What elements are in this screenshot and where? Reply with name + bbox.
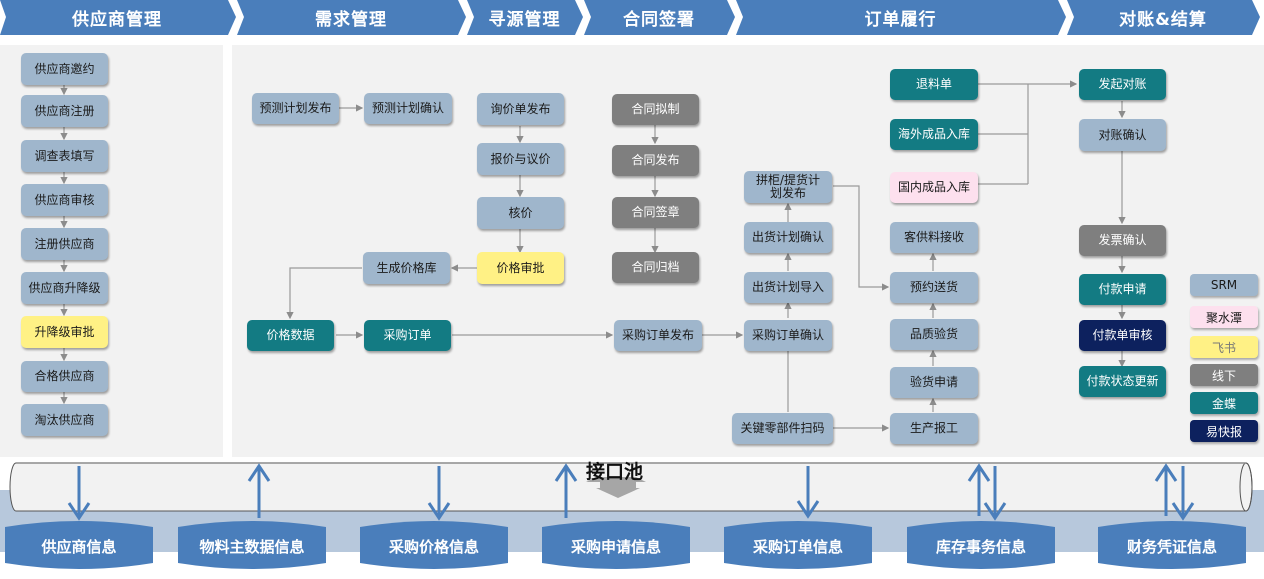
arrow-down-finance	[1171, 466, 1195, 521]
stage-chevron-6	[1067, 0, 1260, 35]
node-inspection-request: 验货申请	[890, 367, 978, 398]
data-store-label: 供应商信息	[41, 538, 117, 556]
node-rfq-publish: 询价单发布	[477, 93, 564, 125]
stage-chevron-1	[0, 0, 236, 35]
node-forecast-confirm: 预测计划确认	[364, 93, 452, 124]
node-quality-inspection: 品质验货	[890, 319, 978, 350]
legend-kingdee: 金蝶	[1190, 392, 1258, 414]
data-store-purchase-order: 采购订单信息	[724, 519, 872, 571]
node-domestic-inbound: 国内成品入库	[890, 172, 978, 203]
node-price-data: 价格数据	[247, 320, 334, 351]
node-production-report: 生产报工	[890, 413, 978, 444]
data-store-supplier-info: 供应商信息	[5, 519, 153, 571]
node-contract-draft: 合同拟制	[612, 94, 699, 125]
stage-contract-signing: 合同签署	[623, 10, 695, 30]
node-po-publish: 采购订单发布	[614, 320, 702, 351]
stage-chevron-5	[736, 0, 1066, 35]
data-store-label: 财务凭证信息	[1126, 538, 1217, 556]
node-quote-negotiate: 报价与议价	[477, 143, 564, 175]
arrow-up-inventory	[967, 463, 991, 516]
node-contract-sign: 合同签章	[612, 197, 699, 228]
data-store-label: 采购价格信息	[388, 538, 479, 556]
data-store-material-master: 物料主数据信息	[178, 519, 326, 571]
data-store-label: 库存事务信息	[935, 538, 1026, 556]
legend-offline: 线下	[1190, 364, 1258, 386]
node-shipment-plan-confirm: 出货计划确认	[744, 222, 832, 253]
stage-chevron-4	[584, 0, 735, 35]
arrow-down-supplier	[67, 466, 91, 521]
node-supplier-register: 供应商注册	[21, 95, 108, 127]
interface-pool-label: 接口池	[586, 461, 644, 483]
stage-supplier-management: 供应商管理	[72, 10, 162, 30]
legend-yikuaibao: 易快报	[1190, 420, 1258, 442]
node-overseas-inbound: 海外成品入库	[890, 119, 978, 150]
node-price-approval: 价格审批	[477, 252, 564, 284]
arrow-up-finance	[1154, 463, 1178, 516]
stage-order-fulfillment: 订单履行	[864, 10, 937, 30]
data-store-label: 采购订单信息	[752, 538, 843, 556]
data-store-inventory-transaction: 库存事务信息	[907, 519, 1055, 571]
node-key-parts-scan: 关键零部件扫码	[732, 413, 833, 444]
node-generate-price-library: 生成价格库	[363, 252, 450, 284]
node-container-pickup-plan: 拼柜/提货计划发布	[744, 171, 832, 203]
legend-feishu: 飞书	[1190, 336, 1258, 358]
stage-demand-management: 需求管理	[315, 10, 387, 30]
arrow-down-po	[796, 466, 820, 519]
node-eliminated-supplier: 淘汰供应商	[21, 404, 108, 436]
node-purchase-order: 采购订单	[364, 320, 451, 351]
stage-chevron-2	[237, 0, 466, 35]
data-store-label: 采购申请信息	[570, 538, 661, 556]
node-supplier-review: 供应商审核	[21, 184, 108, 216]
legend-jushuitan: 聚水潭	[1190, 306, 1258, 328]
stage-header	[0, 0, 1260, 35]
arrow-down-inventory	[983, 466, 1007, 521]
node-return-order: 退料单	[890, 69, 978, 100]
node-payment-review: 付款单审核	[1079, 320, 1166, 351]
node-po-confirm: 采购订单确认	[744, 320, 832, 351]
arrow-up-material	[247, 463, 271, 518]
node-supplier-invite: 供应商邀约	[21, 53, 108, 85]
node-shipment-plan-import: 出货计划导入	[744, 272, 832, 303]
node-supplier-grading: 供应商升降级	[21, 272, 108, 304]
legend-srm: SRM	[1190, 274, 1258, 296]
node-grading-approval: 升降级审批	[21, 316, 108, 348]
node-invoice-confirm: 发票确认	[1079, 225, 1166, 256]
node-payment-status-update: 付款状态更新	[1079, 366, 1166, 397]
arrow-up-request	[554, 463, 578, 518]
node-contract-publish: 合同发布	[612, 145, 699, 176]
node-qualified-supplier: 合格供应商	[21, 361, 108, 392]
node-registered-supplier: 注册供应商	[21, 228, 108, 260]
data-store-finance-voucher: 财务凭证信息	[1098, 519, 1246, 571]
node-reconciliation-confirm: 对账确认	[1079, 119, 1166, 151]
node-forecast-publish: 预测计划发布	[252, 93, 339, 124]
stage-reconciliation-settlement: 对账&结算	[1119, 10, 1207, 30]
node-delivery-appointment: 预约送货	[890, 272, 978, 303]
stage-chevron-3	[467, 0, 583, 35]
node-survey-fill: 调查表填写	[21, 140, 108, 172]
node-payment-request: 付款申请	[1079, 274, 1166, 305]
node-price-check: 核价	[477, 197, 564, 229]
node-start-reconciliation: 发起对账	[1079, 69, 1166, 100]
stage-sourcing-management: 寻源管理	[488, 10, 561, 30]
arrow-down-price	[427, 466, 451, 521]
data-store-purchase-request: 采购申请信息	[542, 519, 690, 571]
data-store-label: 物料主数据信息	[199, 538, 305, 556]
pool-exchange-icon	[586, 477, 646, 498]
node-contract-archive: 合同归档	[612, 252, 699, 283]
node-customer-material-receipt: 客供料接收	[890, 222, 978, 253]
data-store-purchase-price: 采购价格信息	[360, 519, 508, 571]
